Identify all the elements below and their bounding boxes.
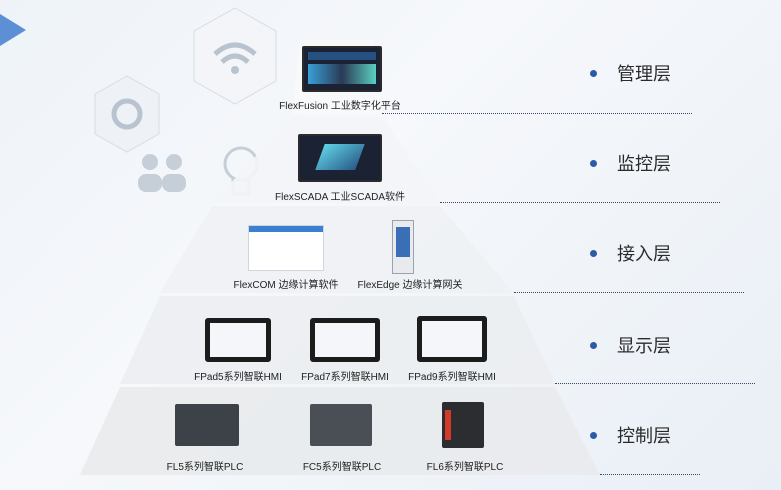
product-caption: FL5系列智联PLC xyxy=(166,462,244,473)
product-caption: FlexCOM 边缘计算软件 xyxy=(233,280,339,291)
layer-label-display: 显示层 xyxy=(590,332,671,358)
product-caption: FlexSCADA 工业SCADA软件 xyxy=(274,192,406,203)
divider xyxy=(382,113,692,114)
product-caption: FlexFusion 工业数字化平台 xyxy=(279,101,401,112)
bullet-dot-icon xyxy=(590,69,597,77)
fc5-plc-image xyxy=(310,404,372,446)
corner-triangle-icon xyxy=(0,14,26,46)
layer-label-access: 接入层 xyxy=(590,240,671,266)
divider xyxy=(440,202,720,203)
flexcom-software-image xyxy=(248,225,324,271)
flexfusion-dashboard-image xyxy=(302,46,382,92)
wifi-icon xyxy=(193,7,277,105)
product-caption: FC5系列智联PLC xyxy=(302,462,382,473)
divider xyxy=(600,474,700,475)
fpad7-hmi-image xyxy=(310,318,380,362)
users-icon xyxy=(138,154,186,192)
layer-label-management: 管理层 xyxy=(590,60,671,86)
bullet-dot-icon xyxy=(590,159,597,167)
fl5-plc-image xyxy=(175,404,239,446)
product-caption: FL6系列智联PLC xyxy=(426,462,504,473)
layer-label-control: 控制层 xyxy=(590,422,671,448)
divider xyxy=(514,292,744,293)
fpad5-hmi-image xyxy=(205,318,271,362)
bullet-dot-icon xyxy=(590,249,597,257)
bullet-dot-icon xyxy=(590,341,597,349)
flexedge-gateway-image xyxy=(392,220,414,274)
gear-icon xyxy=(94,75,160,153)
divider xyxy=(555,383,755,384)
flexscada-image xyxy=(298,134,382,182)
bullet-dot-icon xyxy=(590,431,597,439)
layer-label-monitoring: 监控层 xyxy=(590,150,671,176)
product-caption: FPad7系列智联HMI xyxy=(301,372,389,383)
product-caption: FPad9系列智联HMI xyxy=(408,372,496,383)
fpad9-hmi-image xyxy=(417,316,487,362)
product-caption: FPad5系列智联HMI xyxy=(194,372,282,383)
fl6-plc-image xyxy=(442,402,484,448)
product-caption: FlexEdge 边缘计算网关 xyxy=(357,280,463,291)
